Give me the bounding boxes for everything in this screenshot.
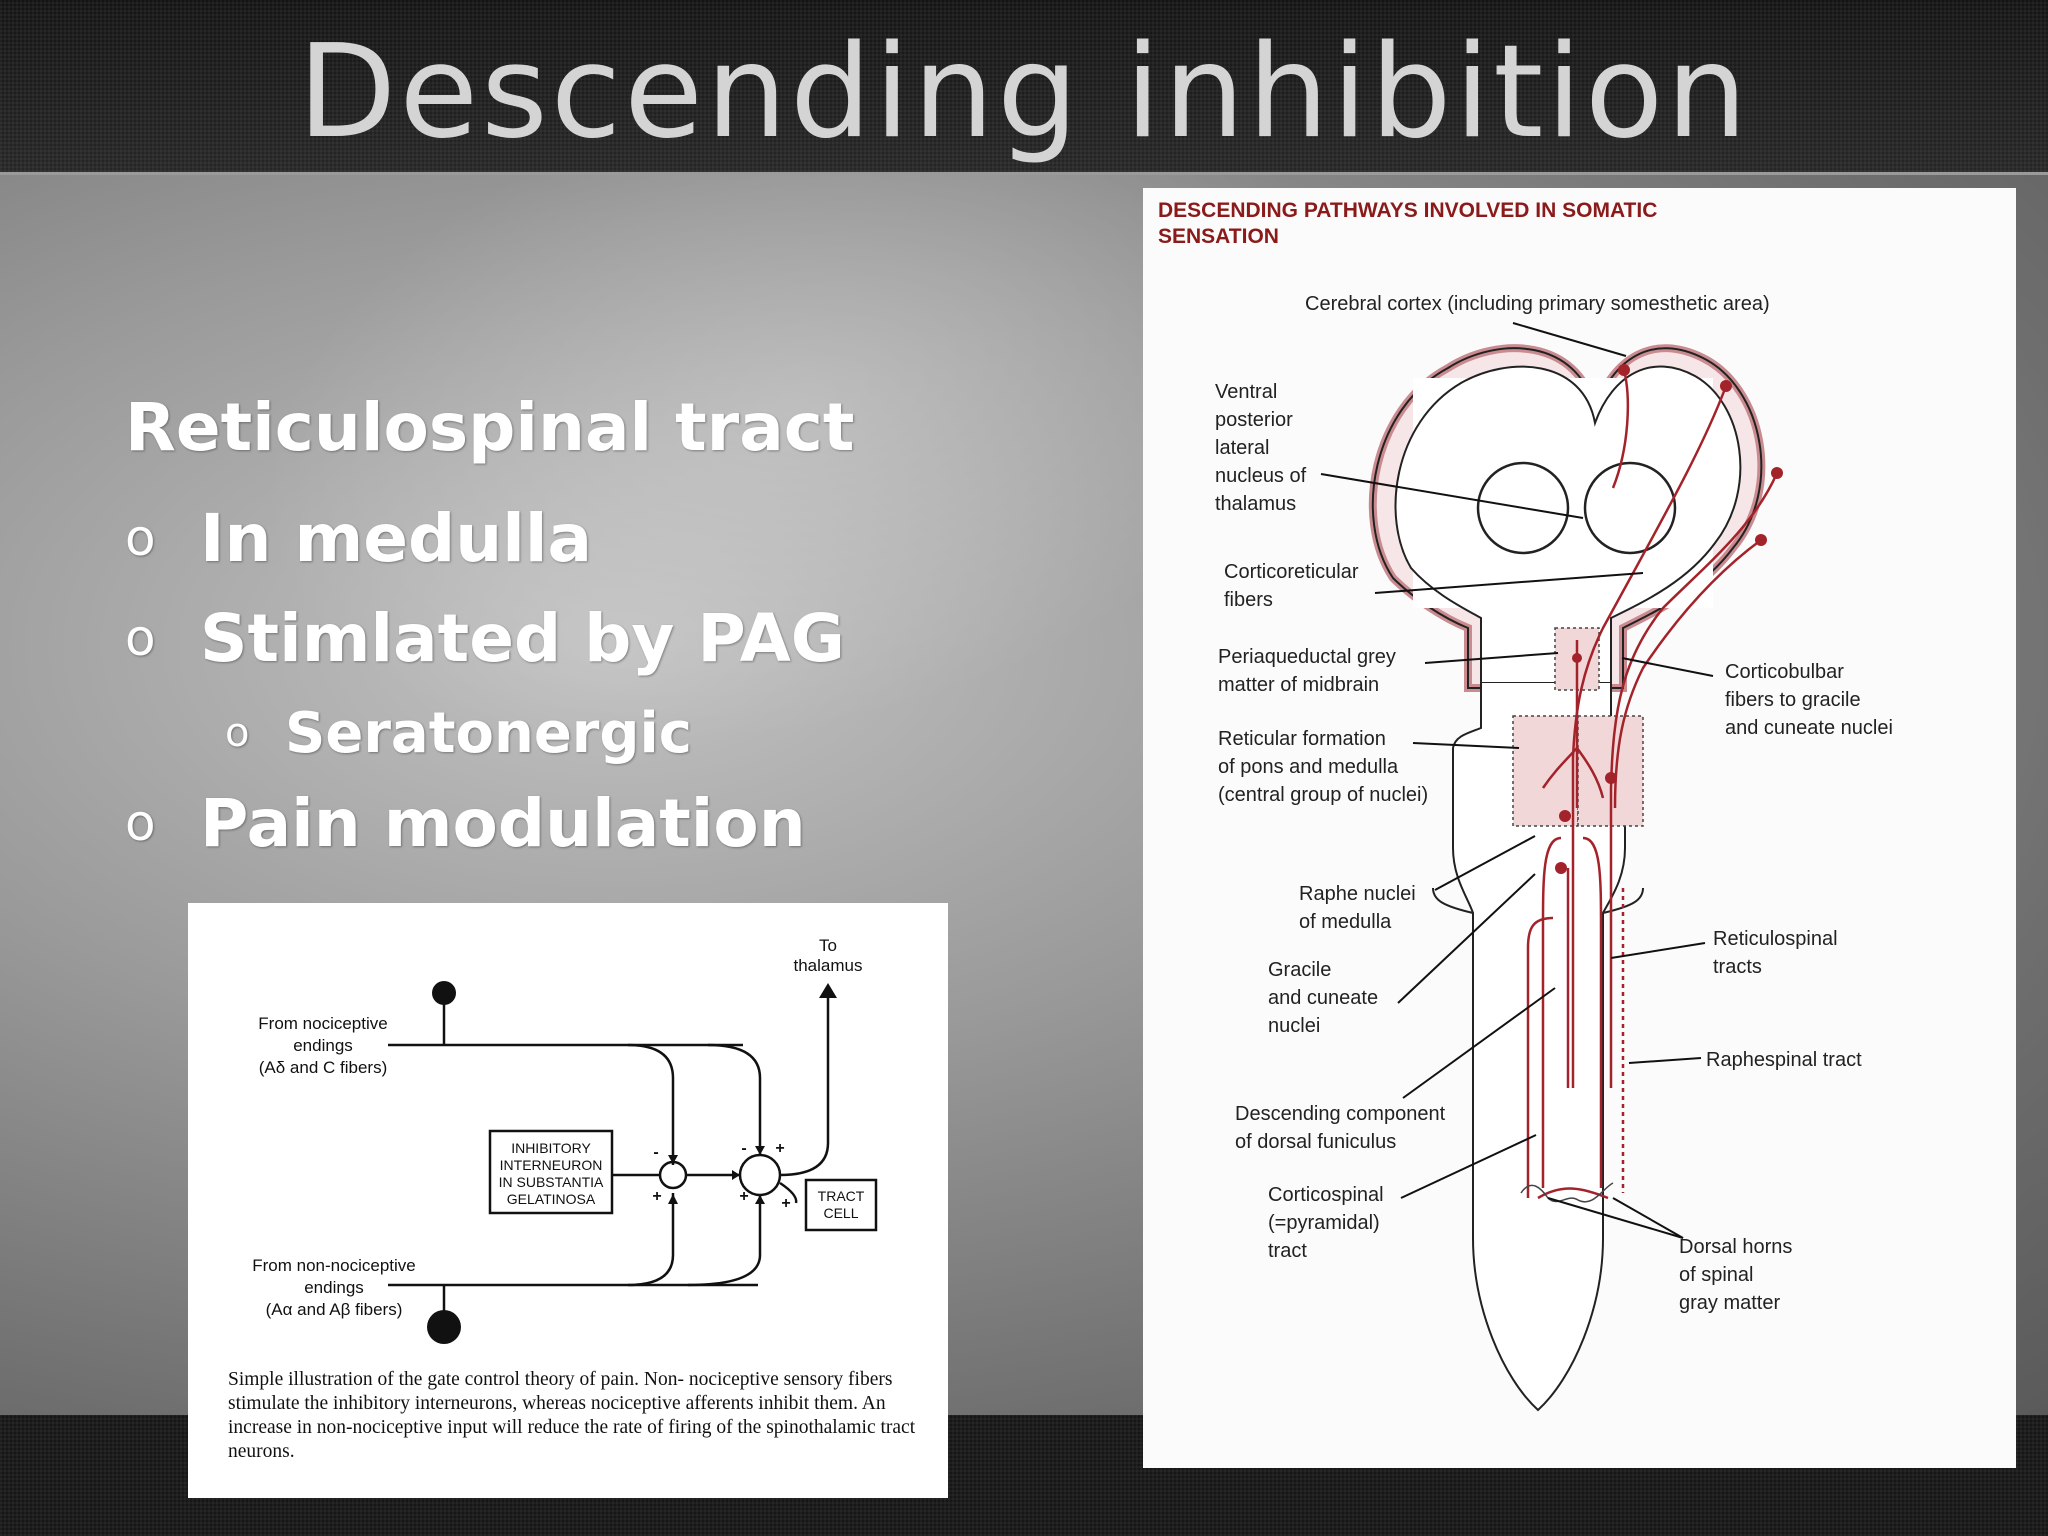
bullet-marker: o: [125, 509, 156, 567]
brainstem-spinal-cord: [1452, 683, 1626, 1412]
tract-cell-label: CELL: [823, 1205, 858, 1221]
gracile-label: nuclei: [1268, 1015, 1320, 1037]
reticular-label: of pons and medulla: [1218, 756, 1399, 778]
interneuron-box: [488, 1129, 614, 1215]
thalamus-label: posterior: [1215, 409, 1293, 431]
corticospinal-label: tract: [1268, 1240, 1307, 1262]
interneuron-label: GELATINOSA: [507, 1191, 596, 1207]
gate-control-diagram: INHIBITORY INTERNEURON IN SUBSTANTIA GEL…: [252, 936, 878, 1344]
corticospinal-label: Corticospinal: [1268, 1184, 1384, 1206]
figure-caption: Simple illustration of the gate control …: [228, 1369, 916, 1462]
raphe-label: Raphe nuclei: [1299, 883, 1416, 905]
excitatory-sign: +: [652, 1188, 661, 1205]
dorsal-horns-label: gray matter: [1679, 1292, 1780, 1314]
inhibitory-sign: -: [741, 1140, 746, 1157]
gate-control-figure: INHIBITORY INTERNEURON IN SUBSTANTIA GEL…: [188, 903, 948, 1498]
interneuron-label: INTERNEURON: [500, 1157, 603, 1173]
thalamus-label: lateral: [1215, 437, 1269, 459]
reticulospinal-label: tracts: [1713, 956, 1762, 978]
reticular-label: Reticular formation: [1218, 728, 1386, 750]
tract-cell-box: [804, 1178, 878, 1232]
pag-label: Periaqueductal grey: [1218, 646, 1396, 668]
to-thalamus-label: thalamus: [794, 956, 863, 975]
bullet-text: In medulla: [200, 500, 593, 577]
excitatory-sign: +: [775, 1140, 784, 1157]
reticular-label: (central group of nuclei): [1218, 784, 1428, 806]
gracile-label: Gracile: [1268, 959, 1331, 981]
slide-title: Descending inhibition: [297, 18, 1751, 167]
excitatory-sign: +: [739, 1188, 748, 1205]
figure-heading: DESCENDING PATHWAYS INVOLVED IN SOMATIC …: [1158, 199, 1658, 248]
nociceptive-soma: [432, 981, 456, 1005]
corticoreticular-label: Corticoreticular: [1224, 561, 1359, 583]
raphe-label: of medulla: [1299, 911, 1392, 933]
corticobulbar-label: fibers to gracile: [1725, 689, 1861, 711]
descending-pathways-diagram: Cerebral cortex (including primary somes…: [1215, 293, 1893, 1412]
bullet-marker: o: [225, 710, 250, 756]
pag-label: matter of midbrain: [1218, 674, 1379, 696]
dorsal-funiculus-label: Descending component: [1235, 1103, 1446, 1125]
corticoreticular-label: fibers: [1224, 589, 1273, 611]
to-thalamus-label: To: [819, 936, 837, 955]
interneuron-label: IN SUBSTANTIA: [499, 1174, 604, 1190]
non-nociceptive-label: (Aα and Aβ fibers): [266, 1300, 403, 1319]
tract-cell-label: TRACT: [818, 1188, 865, 1204]
corticobulbar-label: and cuneate nuclei: [1725, 717, 1893, 739]
dorsal-funiculus-label: of dorsal funiculus: [1235, 1131, 1396, 1153]
thalamus-label: thalamus: [1215, 493, 1296, 515]
sub-bullet-item: o Seratonergic: [225, 700, 692, 767]
descending-pathways-figure: DESCENDING PATHWAYS INVOLVED IN SOMATIC …: [1143, 188, 2016, 1468]
cortex-label: Cerebral cortex (including primary somes…: [1305, 293, 1770, 315]
bullet-text: Seratonergic: [285, 701, 692, 766]
inhibitory-sign: -: [653, 1144, 658, 1161]
non-nociceptive-soma: [427, 1310, 461, 1344]
thalamus-label: Ventral: [1215, 381, 1277, 403]
raphespinal-label: Raphespinal tract: [1706, 1049, 1862, 1071]
bullet-marker: o: [125, 609, 156, 667]
reticulospinal-label: Reticulospinal: [1713, 928, 1838, 950]
nociceptive-label: endings: [293, 1036, 353, 1055]
dorsal-horns-label: of spinal: [1679, 1264, 1754, 1286]
title-bar: Descending inhibition: [0, 0, 2048, 175]
non-nociceptive-label: From non-nociceptive: [252, 1256, 415, 1275]
thalamus-label: nucleus of: [1215, 465, 1307, 487]
corticospinal-label: (=pyramidal): [1268, 1212, 1380, 1234]
excitatory-sign: +: [781, 1195, 790, 1212]
bullet-marker: o: [125, 794, 156, 852]
bullet-text: Reticulospinal tract: [125, 389, 855, 466]
bullet-heading: Reticulospinal tract: [125, 395, 854, 461]
reticular-region-left: [1512, 715, 1579, 827]
interneuron-label: INHIBITORY: [511, 1140, 591, 1156]
dorsal-horns-label: Dorsal horns: [1679, 1236, 1792, 1258]
thalamus-right: [1583, 461, 1677, 555]
corticobulbar-label: Corticobulbar: [1725, 661, 1844, 683]
bullet-text: Pain modulation: [200, 785, 806, 862]
thalamus-left: [1476, 461, 1570, 555]
bullet-text: Stimlated by PAG: [200, 600, 845, 677]
nociceptive-label: From nociceptive: [258, 1014, 387, 1033]
non-nociceptive-label: endings: [304, 1278, 364, 1297]
nociceptive-label: (Aδ and C fibers): [259, 1058, 388, 1077]
gracile-label: and cuneate: [1268, 987, 1378, 1009]
